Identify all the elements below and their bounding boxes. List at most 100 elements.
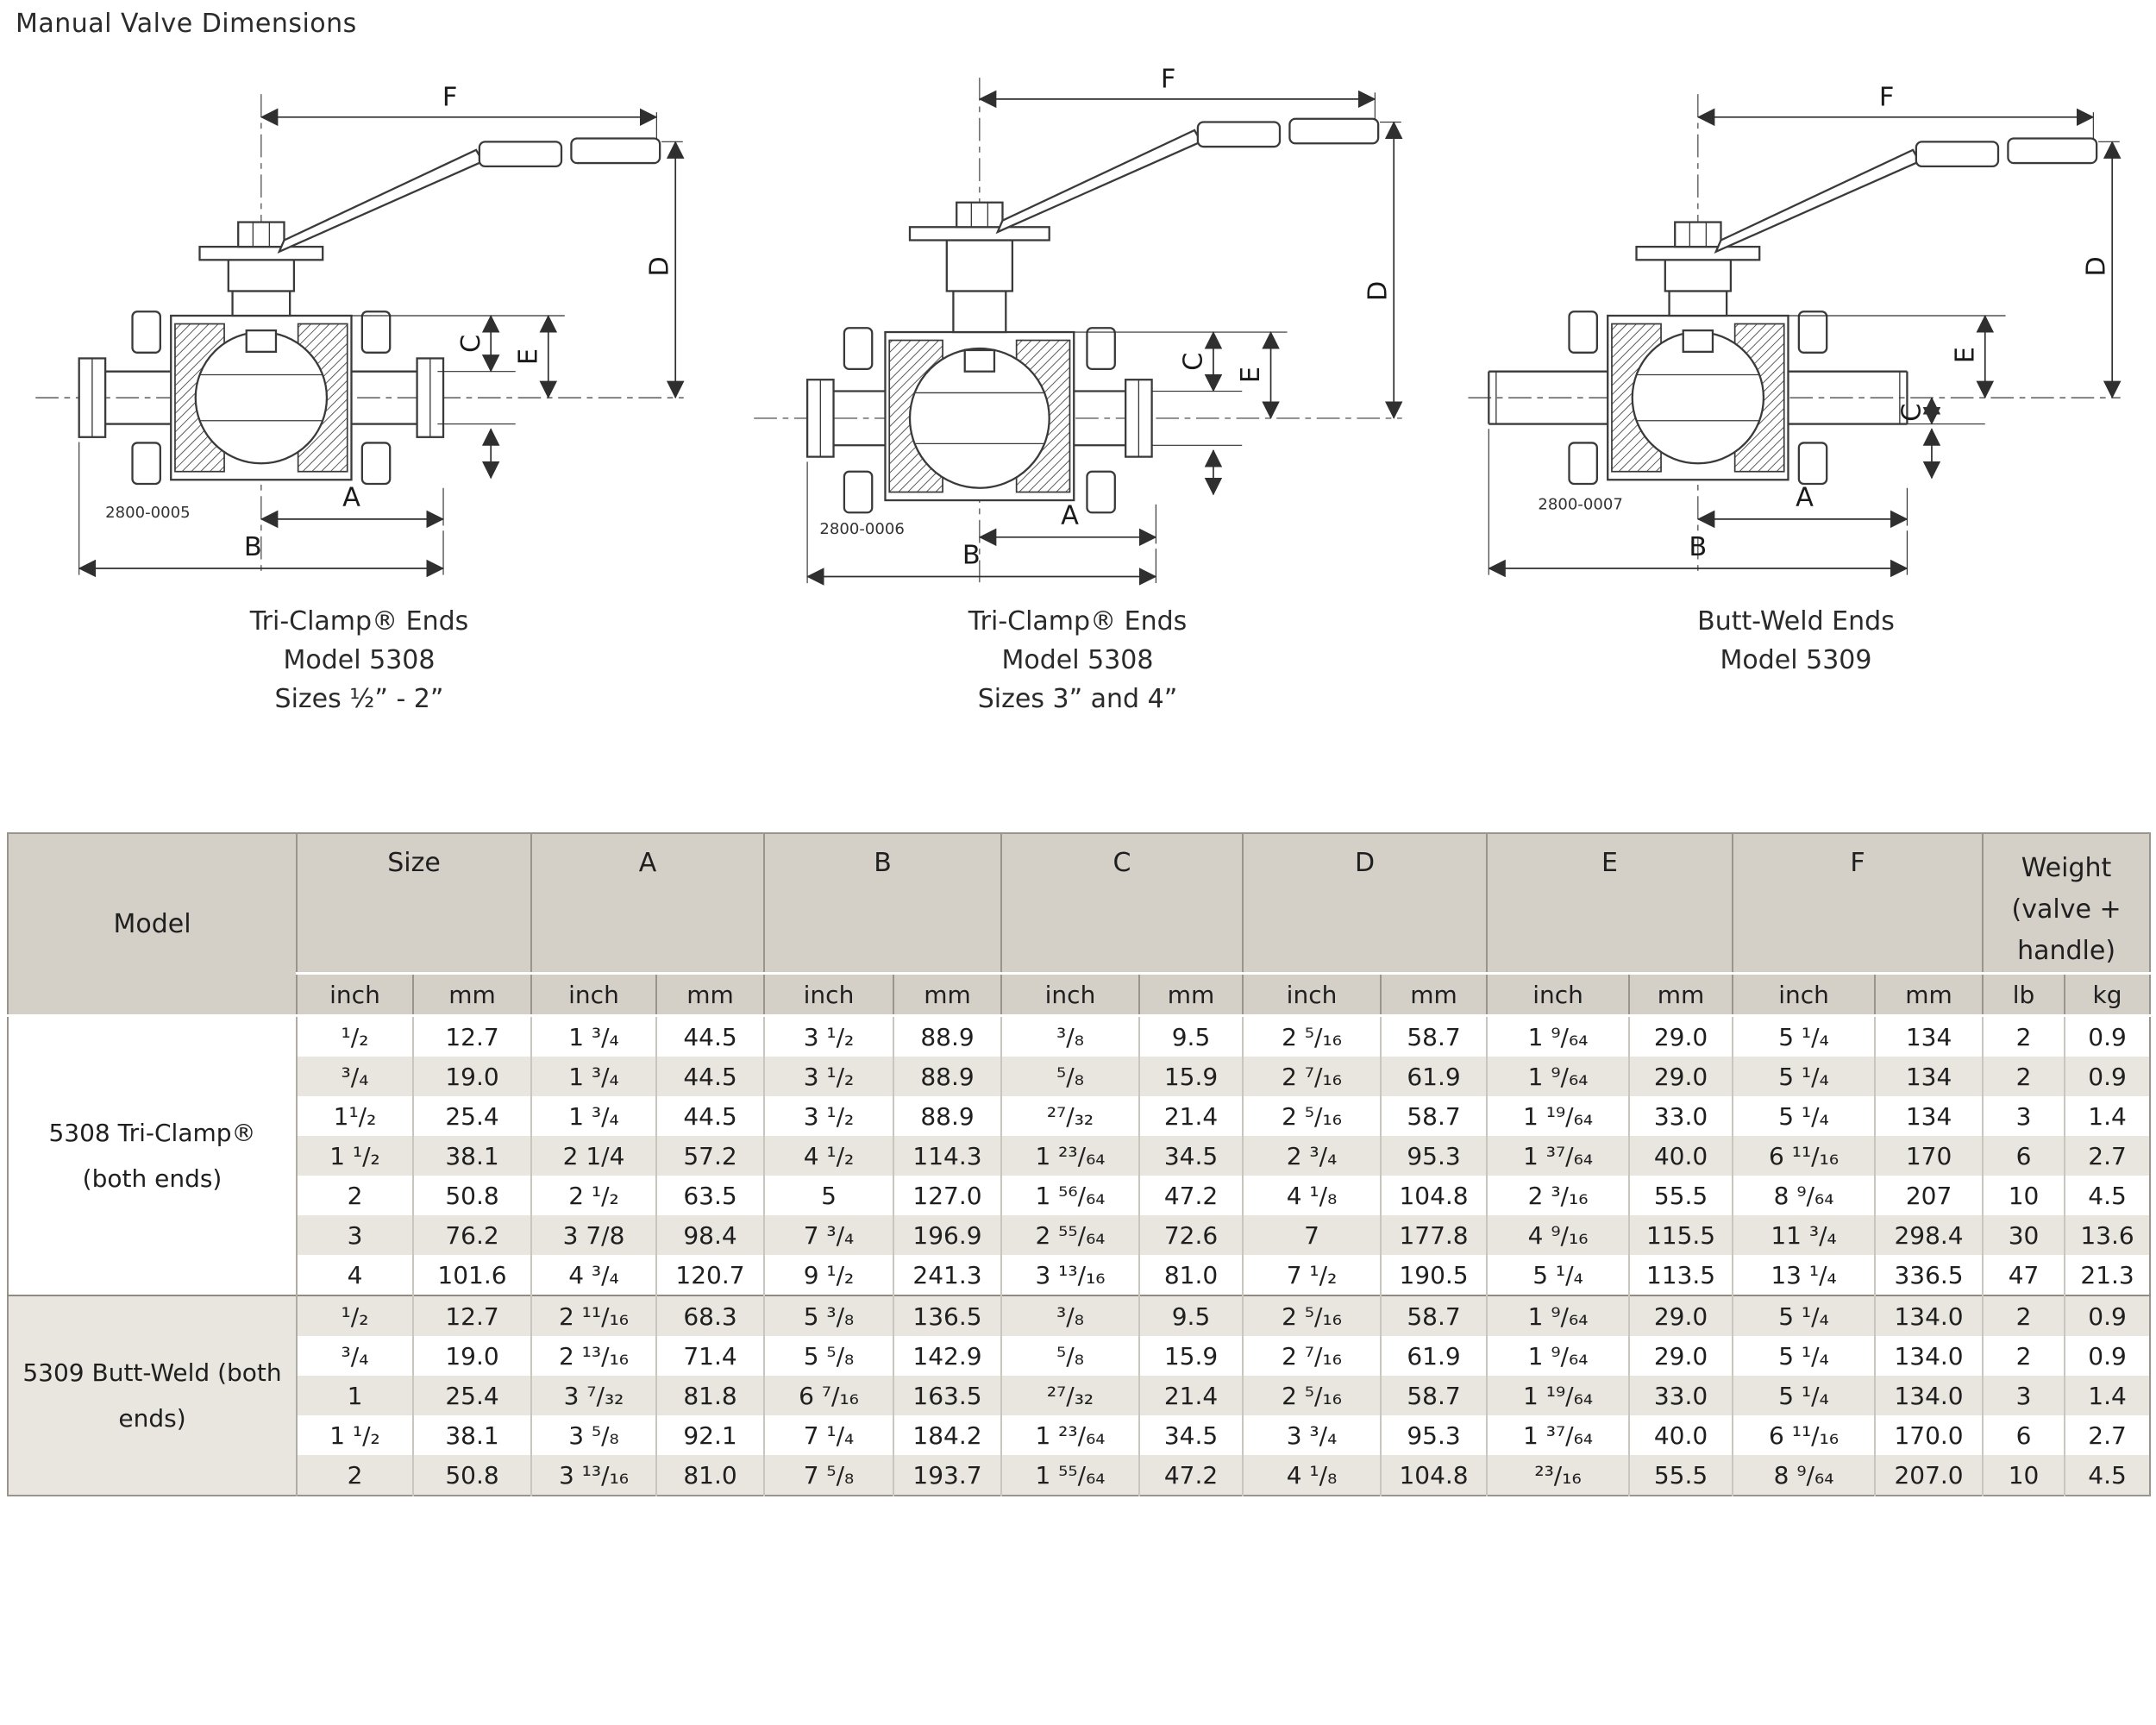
- table-cell: 7 ⁵/₈: [763, 1455, 893, 1496]
- table-cell: 3: [1982, 1096, 2065, 1136]
- caption-line: Model 5308: [1001, 645, 1154, 675]
- valve-figure-butt-weld: F D E C A B 2800-0007 B: [1437, 45, 2155, 718]
- table-cell: 7: [1242, 1215, 1382, 1255]
- unit-header: inch: [1000, 973, 1139, 1017]
- table-cell: 9.5: [1138, 1015, 1244, 1057]
- table-cell: 47: [1982, 1255, 2065, 1295]
- table-cell: 2 ⁵/₁₆: [1242, 1015, 1382, 1057]
- group-header-a: A: [530, 833, 764, 975]
- table-cell: 3 ⁵/₈: [530, 1415, 656, 1455]
- table-cell: 1 ³⁷/₆₄: [1486, 1136, 1630, 1176]
- unit-header: mm: [1380, 973, 1488, 1017]
- table-cell: 6 ¹¹/₁₆: [1732, 1136, 1876, 1176]
- table-cell: 21.4: [1138, 1096, 1244, 1136]
- table-cell: 98.4: [655, 1215, 764, 1255]
- dim-label-c: C: [455, 335, 486, 353]
- table-cell: 13.6: [2064, 1215, 2151, 1255]
- dim-label-f: F: [1160, 65, 1175, 95]
- table-cell: 8 ⁹/₆₄: [1732, 1455, 1876, 1496]
- dimension-lines-group: F D E C A B: [1487, 82, 2121, 578]
- table-cell: 184.2: [893, 1415, 1001, 1455]
- table-cell: 33.0: [1628, 1096, 1733, 1136]
- table-cell: 2 ⁵/₁₆: [1242, 1295, 1382, 1336]
- table-cell: 11 ³/₄: [1732, 1215, 1876, 1255]
- table-cell: 2 1/4: [530, 1136, 656, 1176]
- valve-handle-group: [1714, 137, 2097, 254]
- table-cell: 68.3: [655, 1295, 764, 1336]
- model-cell: 5309 Butt-Weld (both ends): [8, 1295, 298, 1496]
- table-cell: 241.3: [893, 1255, 1001, 1295]
- table-cell: 8 ⁹/₆₄: [1732, 1176, 1876, 1215]
- table-cell: 1.4: [2064, 1376, 2151, 1415]
- table-cell: 1.4: [2064, 1096, 2151, 1136]
- table-cell: 50.8: [412, 1176, 531, 1215]
- dim-label-e: E: [1236, 367, 1266, 383]
- table-cell: 136.5: [893, 1295, 1001, 1336]
- table-cell: 1 ⁵⁵/₆₄: [1000, 1455, 1139, 1496]
- table-cell: 1¹/₂: [296, 1096, 413, 1136]
- unit-header: kg: [2064, 973, 2151, 1017]
- caption-line: Sizes 3” and 4”: [977, 684, 1178, 714]
- dimension-lines-group: F D C E A B: [805, 65, 1402, 586]
- dim-label-a: A: [342, 483, 360, 513]
- table-cell: 3 ¹/₂: [763, 1096, 893, 1136]
- valve-body-group: [1468, 94, 2121, 574]
- group-header-c: C: [1000, 833, 1244, 975]
- unit-header: mm: [1628, 973, 1733, 1017]
- table-cell: 298.4: [1874, 1215, 1984, 1255]
- table-cell: 2 ¹³/₁₆: [530, 1336, 656, 1376]
- table-cell: ¹/₂: [296, 1295, 413, 1336]
- table-cell: 2.7: [2064, 1136, 2151, 1176]
- table-cell: 44.5: [655, 1096, 764, 1136]
- unit-header: mm: [893, 973, 1001, 1017]
- table-cell: 33.0: [1628, 1376, 1733, 1415]
- table-cell: 13 ¹/₄: [1732, 1255, 1876, 1295]
- group-header-row: Model Size A B C D E F Weight (valve + h…: [8, 833, 2151, 1017]
- dim-label-a: A: [1061, 501, 1079, 531]
- table-cell: ⁵/₈: [1000, 1057, 1139, 1096]
- unit-header: inch: [530, 973, 656, 1017]
- table-cell: 81.8: [655, 1376, 764, 1415]
- table-cell: 2: [296, 1455, 413, 1496]
- caption-line: Model 5308: [283, 645, 436, 675]
- table-cell: 5 ¹/₄: [1732, 1295, 1876, 1336]
- table-cell: 47.2: [1138, 1455, 1244, 1496]
- table-cell: 2: [1982, 1295, 2065, 1336]
- table-cell: 4 ¹/₈: [1242, 1455, 1382, 1496]
- table-cell: 4.5: [2064, 1455, 2151, 1496]
- table-cell: 5 ¹/₄: [1732, 1336, 1876, 1376]
- table-cell: 3: [296, 1215, 413, 1255]
- table-cell: 3 ³/₄: [1242, 1415, 1382, 1455]
- dim-label-d: D: [2081, 256, 2111, 276]
- table-cell: 21.4: [1138, 1376, 1244, 1415]
- dim-label-e: E: [1950, 347, 1980, 363]
- table-cell: 1 ⁹/₆₄: [1486, 1336, 1630, 1376]
- table-cell: 2 ³/₁₆: [1486, 1176, 1630, 1215]
- table-cell: 30: [1982, 1215, 2065, 1255]
- table-cell: 0.9: [2064, 1295, 2151, 1336]
- group-header-b: B: [763, 833, 1001, 975]
- table-cell: 2 ³/₄: [1242, 1136, 1382, 1176]
- table-cell: 81.0: [1138, 1255, 1244, 1295]
- table-cell: 2 ⁵⁵/₆₄: [1000, 1215, 1139, 1255]
- table-cell: 40.0: [1628, 1136, 1733, 1176]
- table-cell: 1 ³⁷/₆₄: [1486, 1415, 1630, 1455]
- table-cell: 9.5: [1138, 1295, 1244, 1336]
- table-cell: 1 ³/₄: [530, 1057, 656, 1096]
- table-cell: 88.9: [893, 1057, 1001, 1096]
- table-cell: 58.7: [1380, 1096, 1488, 1136]
- table-cell: 5 ¹/₄: [1486, 1255, 1630, 1295]
- unit-header: inch: [1242, 973, 1382, 1017]
- group-header-f: F: [1732, 833, 1984, 975]
- group-header-e: E: [1486, 833, 1733, 975]
- table-cell: 25.4: [412, 1376, 531, 1415]
- table-cell: 21.3: [2064, 1255, 2151, 1295]
- valve-drawing-svg: F D C E A: [34, 82, 684, 578]
- valve-body-group: [753, 78, 1402, 583]
- valve-figure-tri-clamp-small: F D C E A: [0, 45, 718, 718]
